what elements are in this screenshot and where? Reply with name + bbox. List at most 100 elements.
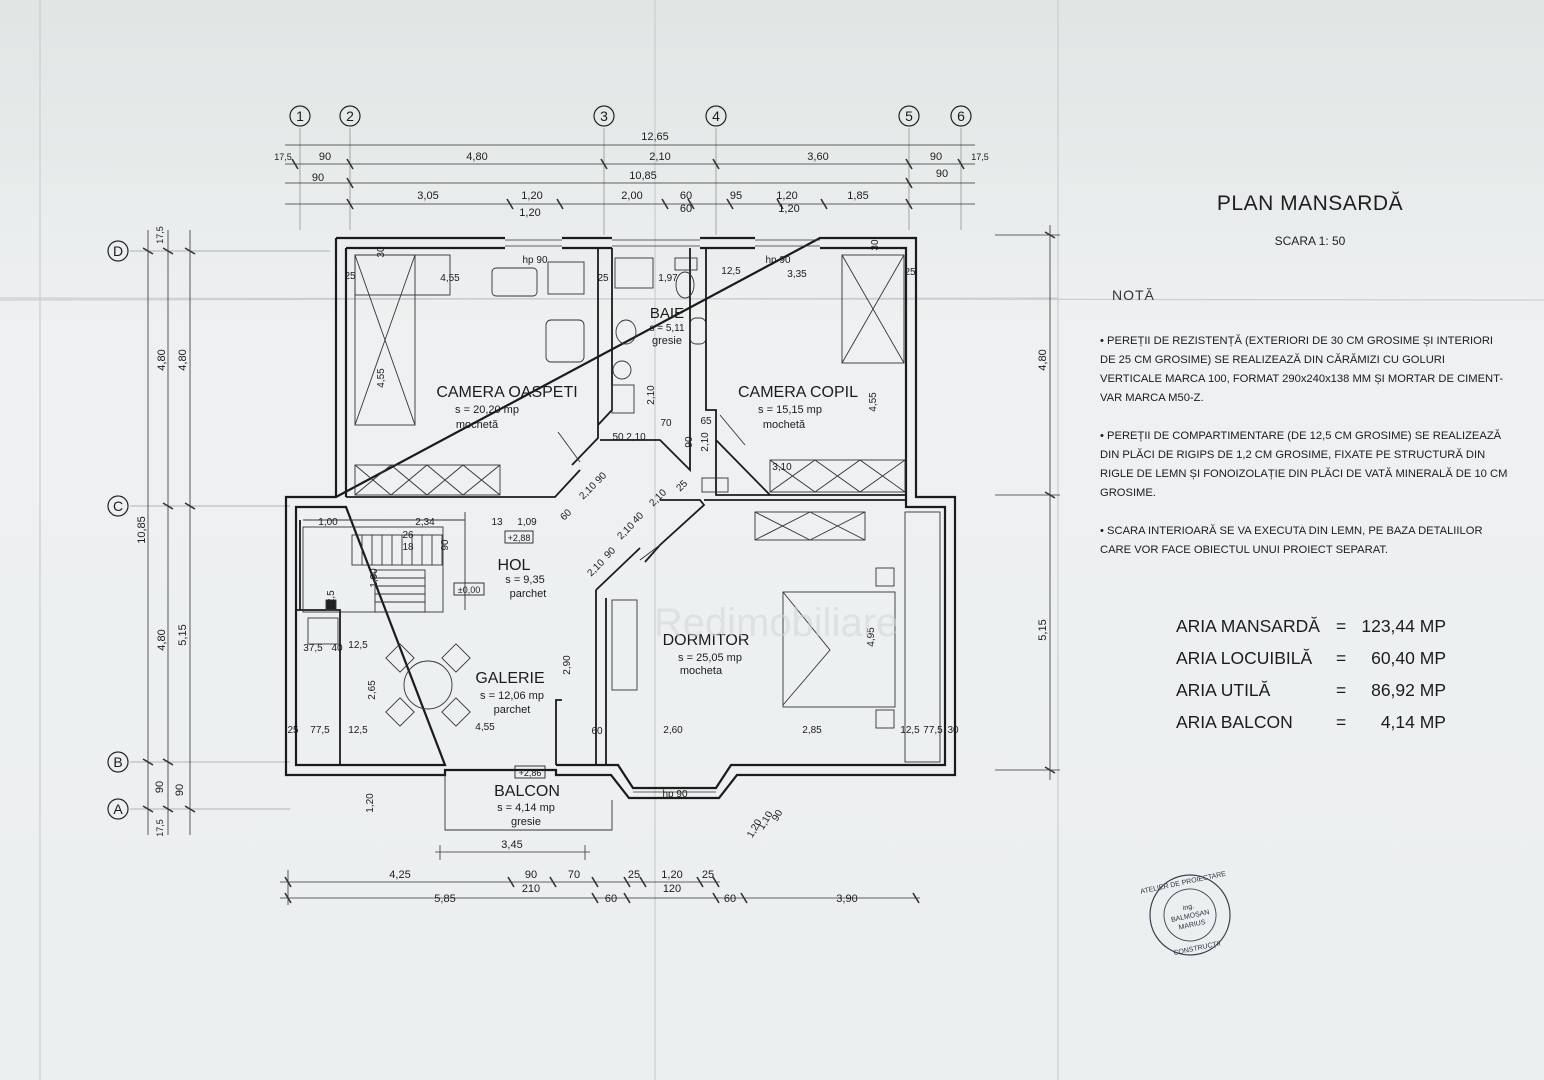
dim-text: 3,05	[417, 190, 438, 202]
room-area: s = 25,05 mp	[678, 652, 742, 664]
dim-text: hp 90	[522, 255, 547, 266]
dim-text: 25	[628, 869, 640, 881]
dim-text: 25	[904, 267, 916, 278]
dim-text: 4,55	[475, 722, 495, 733]
area-value: 60,40 MP	[1371, 648, 1446, 668]
dim-text: 2,10	[700, 432, 711, 452]
dim-text: 4,55	[868, 392, 879, 412]
room-floor: mochetă	[763, 419, 806, 431]
dim-text: 4,80	[177, 349, 189, 370]
area-summary: ARIA MANSARDĂ = 123,44 MP ARIA LOCUIBILĂ…	[1176, 616, 1476, 744]
dim-text: 4,25	[389, 869, 410, 881]
axis-label: 4	[712, 108, 720, 124]
area-value: 123,44 MP	[1361, 616, 1446, 636]
level-mark: ±0,00	[458, 585, 480, 595]
watermark: Redimobiliare	[654, 601, 899, 645]
dim-text: 12,5	[900, 725, 920, 736]
dim-text: 65	[700, 416, 712, 427]
dim-text: 26	[402, 530, 414, 541]
area-value: 86,92 MP	[1371, 680, 1446, 700]
dim-text: 120	[663, 883, 681, 895]
room-floor: parchet	[494, 704, 531, 716]
dim-text: 70	[568, 869, 580, 881]
room-area: s = 12,06 mp	[480, 690, 544, 702]
dim-text: 25	[674, 478, 690, 494]
dim-text: 1,90	[369, 568, 380, 588]
plan-title: PLAN MANSARDĂ	[1216, 192, 1404, 215]
dim-text: 90	[602, 545, 618, 561]
area-row: ARIA MANSARDĂ = 123,44 MP	[1176, 616, 1476, 648]
dim-text: 1,97	[658, 273, 678, 284]
dim-text: 2,10	[585, 557, 607, 579]
dim-text: 90	[154, 781, 166, 793]
area-eq: =	[1336, 616, 1347, 636]
axis-label: B	[113, 754, 122, 770]
bottom-dimensions	[280, 845, 920, 905]
dim-text: 3,90	[836, 893, 857, 905]
dim-text: 10,85	[136, 516, 148, 544]
dim-text: 4,80	[156, 349, 168, 370]
dim-text: 4,95	[866, 627, 877, 647]
dim-text: 5,15	[177, 624, 189, 645]
dim-text: 17,5	[971, 152, 989, 162]
dim-text: 25	[287, 725, 299, 736]
engineer-stamp: ATELIER DE PROIECTARE CONSTRUCȚII ing. B…	[1140, 871, 1231, 957]
dim-text: 60	[605, 893, 617, 905]
dim-text: 77,5	[923, 725, 943, 736]
dim-text: 1,09	[517, 517, 537, 528]
dim-text: 12,5	[348, 725, 368, 736]
dim-text: 5,85	[434, 893, 455, 905]
exterior-walls	[284, 236, 957, 800]
top-dimensions	[285, 144, 975, 210]
room-area: s = 5,11	[649, 323, 685, 334]
axis-label: 2	[346, 108, 354, 124]
stamp-line: ing.	[1182, 903, 1195, 912]
dim-text: 2,10	[626, 432, 646, 443]
axis-label: 5	[905, 108, 913, 124]
dim-text: 12,5	[326, 590, 337, 610]
dim-text: 2,10	[646, 385, 657, 405]
level-mark: +2,88	[508, 533, 531, 543]
dim-text: 3,10	[772, 462, 792, 473]
dim-text: 90	[930, 151, 942, 163]
dim-text: 90	[174, 784, 186, 796]
dim-text: 4,80	[156, 629, 168, 650]
area-eq: =	[1336, 680, 1347, 700]
room-name: GALERIE	[475, 670, 544, 687]
dim-text: 90	[684, 436, 695, 448]
dim-text: 2,65	[367, 680, 378, 700]
dim-text: 12,5	[721, 266, 741, 277]
interior-walls	[296, 248, 906, 766]
dim-text: 3,60	[807, 151, 828, 163]
dim-text: hp 90	[765, 255, 790, 266]
dim-text: 1,20	[521, 190, 542, 202]
dim-text: 2,60	[663, 725, 683, 736]
dim-text: 2,10	[647, 487, 669, 509]
window-openings	[505, 239, 820, 793]
dim-text: 17,5	[155, 819, 165, 837]
room-floor: gresie	[511, 816, 541, 828]
area-label: ARIA BALCON	[1176, 712, 1293, 732]
dim-text: 13	[491, 517, 503, 528]
axis-label: 3	[600, 108, 608, 124]
dim-text: 1,00	[318, 517, 338, 528]
dim-text: 2,34	[415, 517, 435, 528]
dim-text: 210	[522, 883, 540, 895]
room-area: s = 9,35	[505, 574, 544, 586]
notes-block: • PEREȚII DE REZISTENȚĂ (EXTERIORI DE 30…	[1100, 332, 1510, 579]
dim-text: 4,55	[376, 368, 387, 388]
dim-text: 17,5	[274, 152, 292, 162]
room-floor: mochetă	[456, 419, 499, 431]
dim-text: 25	[597, 273, 609, 284]
dim-text: 4,55	[440, 273, 460, 284]
axis-label: 6	[957, 108, 965, 124]
dim-text: 4,80	[1037, 349, 1049, 370]
room-floor: parchet	[510, 588, 547, 600]
dim-text: 2,85	[802, 725, 822, 736]
area-eq: =	[1336, 648, 1347, 668]
note-item: • PEREȚII DE REZISTENȚĂ (EXTERIORI DE 30…	[1100, 335, 1504, 404]
dim-text: 60	[558, 507, 574, 523]
